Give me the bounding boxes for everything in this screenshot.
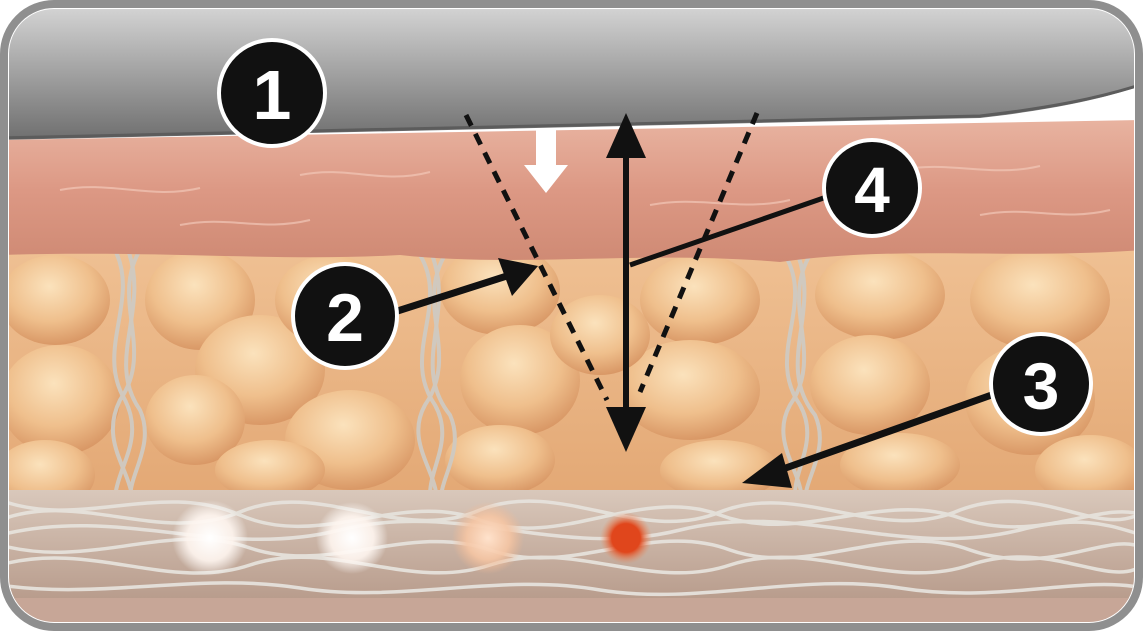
focal-spot bbox=[316, 502, 388, 574]
marker-badge-1: 1 bbox=[219, 40, 325, 146]
marker-badge-2: 2 bbox=[293, 264, 397, 368]
marker-label-1: 1 bbox=[253, 56, 292, 134]
marker-label-2: 2 bbox=[326, 280, 364, 356]
focal-spot bbox=[172, 500, 248, 576]
focal-spot-hot bbox=[600, 512, 652, 564]
marker-label-3: 3 bbox=[1023, 349, 1060, 423]
marker-badge-3: 3 bbox=[991, 334, 1091, 434]
focal-spot bbox=[452, 502, 524, 574]
marker-label-4: 4 bbox=[854, 154, 890, 226]
marker-badge-4: 4 bbox=[824, 140, 920, 236]
